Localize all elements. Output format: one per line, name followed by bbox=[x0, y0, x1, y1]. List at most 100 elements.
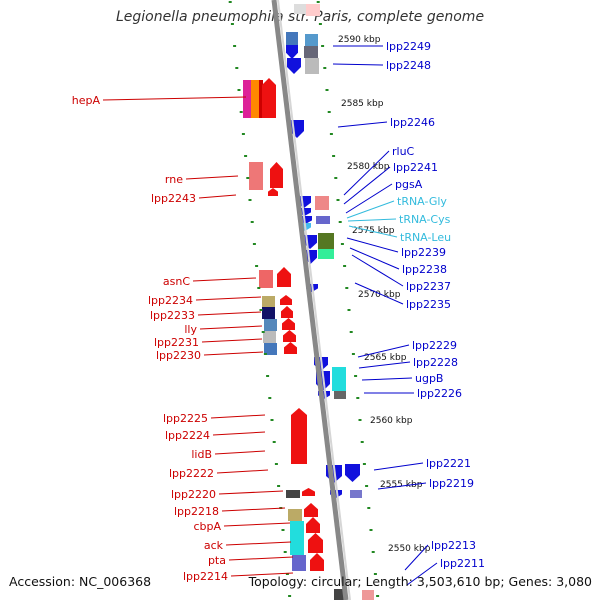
gene-block bbox=[334, 589, 346, 600]
gene-block bbox=[315, 196, 329, 210]
forward-gene-arrow bbox=[304, 503, 318, 517]
left-gene-label: cbpA bbox=[193, 520, 221, 533]
gene-block bbox=[305, 58, 319, 74]
left-gene-label: lly bbox=[184, 323, 197, 336]
right-gene-label: lpp2249 bbox=[386, 40, 431, 53]
right-leader-line bbox=[373, 462, 424, 471]
right-leader-line bbox=[377, 482, 427, 490]
left-gene-label: lpp2230 bbox=[156, 349, 201, 362]
left-gene-label: rne bbox=[165, 173, 183, 186]
kbp-label: 2590 kbp bbox=[338, 35, 381, 45]
gene-block bbox=[332, 367, 346, 391]
gene-block bbox=[316, 216, 330, 224]
kbp-label: 2560 kbp bbox=[370, 416, 413, 426]
left-leader-line bbox=[102, 96, 247, 101]
left-leader-line bbox=[225, 541, 292, 546]
right-gene-label: tRNA-Gly bbox=[397, 195, 447, 208]
gene-block bbox=[264, 343, 277, 355]
left-leader-line bbox=[199, 325, 263, 330]
gene-block bbox=[243, 80, 251, 118]
right-gene-label: lpp2213 bbox=[431, 539, 476, 552]
gene-block bbox=[259, 270, 273, 288]
left-leader-line bbox=[216, 469, 269, 474]
forward-gene-arrow bbox=[306, 517, 320, 533]
right-gene-label: lpp2246 bbox=[390, 116, 435, 129]
right-leader-line bbox=[404, 544, 429, 571]
left-gene-label: lpp2218 bbox=[174, 505, 219, 518]
left-leader-line bbox=[223, 522, 291, 527]
right-gene-label: tRNA-Leu bbox=[400, 231, 451, 244]
forward-gene-arrow bbox=[282, 318, 295, 330]
left-gene-label: lpp2243 bbox=[151, 192, 196, 205]
forward-gene-arrow bbox=[291, 408, 307, 464]
left-gene-label: lpp2225 bbox=[163, 412, 208, 425]
forward-gene-arrow bbox=[308, 533, 323, 553]
kbp-label: 2555 kbp bbox=[380, 480, 423, 490]
kbp-label: 2570 kbp bbox=[358, 290, 401, 300]
gene-block bbox=[288, 509, 302, 521]
left-gene-label: lpp2222 bbox=[169, 467, 214, 480]
right-gene-label: tRNA-Cys bbox=[399, 213, 451, 226]
right-gene-label: lpp2219 bbox=[429, 477, 474, 490]
gene-block bbox=[318, 233, 334, 249]
forward-gene-arrow bbox=[262, 78, 276, 118]
kbp-label: 2580 kbp bbox=[347, 162, 390, 172]
left-leader-line bbox=[214, 450, 266, 455]
right-leader-line bbox=[345, 183, 393, 214]
right-leader-line bbox=[347, 218, 397, 222]
forward-gene-arrow bbox=[281, 306, 293, 318]
gene-block bbox=[305, 34, 318, 46]
left-gene-label: lpp2234 bbox=[148, 294, 193, 307]
left-leader-line bbox=[192, 277, 257, 282]
gene-block bbox=[292, 555, 306, 571]
gene-block bbox=[249, 162, 263, 190]
gene-block bbox=[264, 319, 277, 331]
kbp-label: 2550 kbp bbox=[388, 544, 431, 554]
right-leader-line bbox=[358, 361, 411, 369]
left-leader-line bbox=[218, 490, 284, 495]
right-gene-label: lpp2211 bbox=[440, 557, 485, 570]
right-leader-line bbox=[346, 237, 399, 253]
kbp-label: 2585 kbp bbox=[341, 99, 384, 109]
right-gene-label: lpp2229 bbox=[412, 339, 457, 352]
left-leader-line bbox=[230, 572, 294, 577]
right-gene-label: rluC bbox=[392, 145, 415, 158]
right-leader-line bbox=[348, 225, 398, 238]
reverse-gene-arrow bbox=[286, 45, 298, 59]
reverse-gene-arrow bbox=[287, 58, 301, 74]
left-gene-label: lpp2233 bbox=[150, 309, 195, 322]
gene-block bbox=[294, 4, 306, 14]
right-leader-line bbox=[349, 247, 400, 270]
left-gene-label: lpp2214 bbox=[183, 570, 228, 583]
left-leader-line bbox=[210, 414, 266, 419]
gene-block bbox=[286, 32, 298, 46]
gene-block bbox=[362, 590, 374, 600]
gene-block bbox=[259, 80, 263, 118]
gene-block bbox=[306, 4, 320, 16]
gene-block bbox=[251, 80, 259, 118]
right-leader-line bbox=[357, 344, 410, 358]
forward-gene-arrow bbox=[277, 267, 291, 287]
left-leader-line bbox=[197, 311, 262, 316]
gene-block bbox=[263, 331, 276, 343]
kbp-label: 2565 kbp bbox=[364, 353, 407, 363]
left-leader-line bbox=[203, 351, 264, 356]
left-leader-line bbox=[195, 296, 262, 301]
forward-gene-arrow bbox=[284, 342, 297, 354]
forward-gene-arrow bbox=[270, 162, 283, 188]
gene-block bbox=[304, 46, 318, 58]
gene-block bbox=[334, 391, 346, 399]
right-gene-label: lpp2221 bbox=[426, 457, 471, 470]
left-gene-label: lpp2224 bbox=[165, 429, 210, 442]
right-gene-label: lpp2228 bbox=[413, 356, 458, 369]
forward-gene-arrow bbox=[280, 295, 292, 305]
forward-gene-arrow bbox=[283, 330, 296, 342]
left-gene-label: hepA bbox=[72, 94, 101, 107]
right-gene-label: lpp2238 bbox=[402, 263, 447, 276]
right-gene-label: lpp2241 bbox=[393, 161, 438, 174]
right-leader-line bbox=[346, 200, 395, 219]
left-leader-line bbox=[185, 175, 239, 180]
right-gene-label: lpp2235 bbox=[406, 298, 451, 311]
right-leader-line bbox=[361, 377, 413, 381]
right-gene-label: pgsA bbox=[395, 178, 423, 191]
